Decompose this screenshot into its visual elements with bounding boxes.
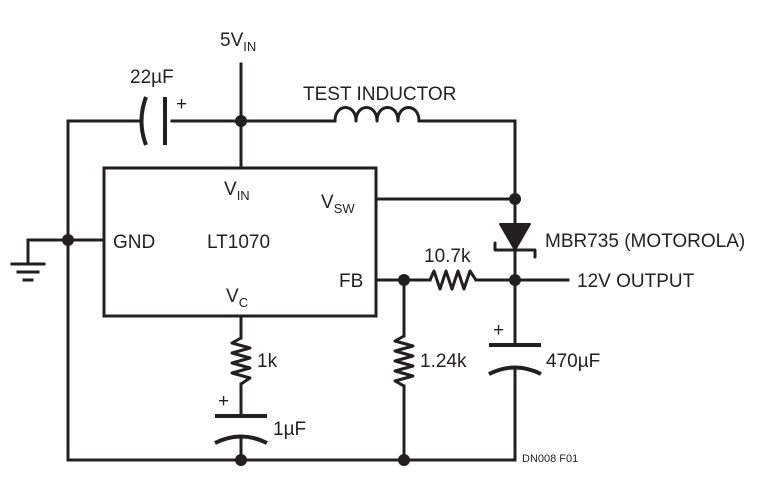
diode-label: MBR735 (MOTOROLA) (545, 231, 745, 252)
r-top-value: 10.7k (424, 246, 471, 267)
inductor-label: TEST INDUCTOR (303, 84, 456, 105)
junction-dot (235, 115, 247, 127)
output-label: 12V OUTPUT (577, 271, 695, 292)
pin-gnd-label: GND (113, 232, 155, 253)
resistor-1k (230, 336, 252, 386)
junction-dot (235, 454, 247, 466)
comp-cap-value: 1µF (273, 419, 306, 440)
comp-cap-polarity: + (218, 391, 229, 412)
output-capacitor (488, 343, 542, 376)
ic-name: LT1070 (207, 232, 270, 253)
pin-fb-label: FB (339, 271, 363, 292)
pin-vsw-label: VSW (321, 192, 355, 216)
diode-triangle (499, 223, 531, 251)
ground-icon (10, 262, 46, 282)
resistor-1-24k (393, 334, 415, 388)
input-capacitor (139, 96, 167, 146)
supply-label: 5VIN (220, 30, 256, 54)
out-cap-value: 470µF (546, 351, 600, 372)
diode-cathode-bar (493, 241, 537, 259)
figure-id: DN008 F01 (522, 453, 578, 465)
comp-cap-curved-plate (214, 434, 268, 445)
input-cap-polarity: + (176, 94, 187, 115)
schottky-diode (493, 223, 537, 259)
input-cap-curved-plate (139, 96, 148, 146)
r-comp-value: 1k (257, 351, 278, 372)
inductor-coil (333, 106, 421, 123)
out-cap-polarity: + (493, 320, 504, 341)
ic-body (102, 166, 378, 318)
resistor-10-7k (428, 269, 478, 291)
r-bottom-value: 1.24k (420, 351, 467, 372)
pin-vc-label: VC (226, 286, 248, 310)
junction-dot (509, 274, 521, 286)
junction-dot (62, 234, 74, 246)
pin-vin-label: VIN (224, 179, 250, 203)
wires (26, 62, 570, 462)
junction-dot (398, 274, 410, 286)
input-cap-value: 22µF (130, 67, 174, 88)
junction-dot (398, 454, 410, 466)
out-cap-curved-plate (488, 365, 542, 376)
junction-dots (62, 115, 521, 466)
comp-capacitor (214, 414, 268, 445)
junction-dot (509, 193, 521, 205)
